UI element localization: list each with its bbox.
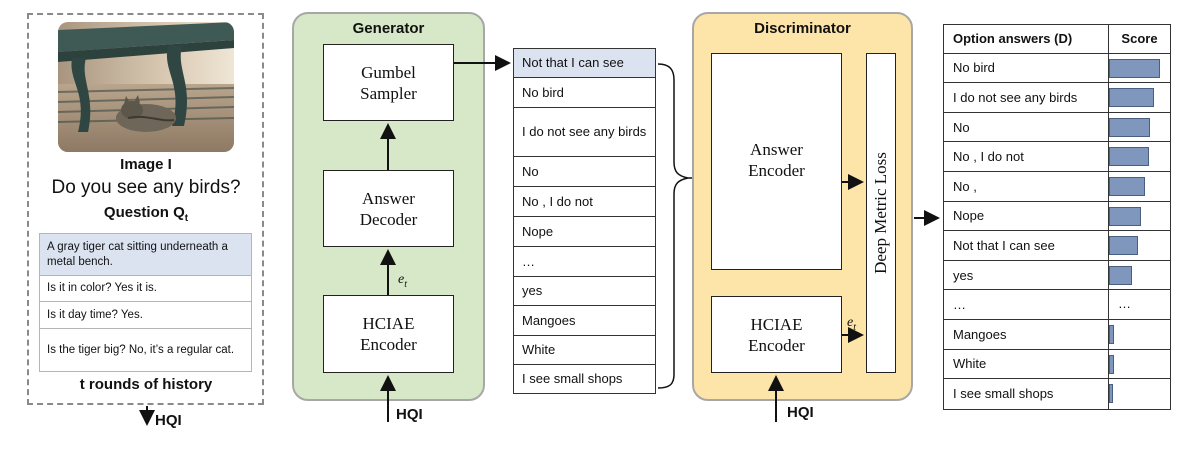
answer-list-brace: [657, 63, 689, 389]
answer-encoder-block: Answer Encoder: [711, 53, 842, 270]
option-answer: No ,: [953, 178, 977, 194]
score-table-row: White: [943, 350, 1171, 380]
score-bar: [1109, 177, 1145, 196]
history-round: Is the tiger big? No, it’s a regular cat…: [39, 329, 252, 372]
option-column-header: Option answers (D): [953, 30, 1073, 46]
option-answer: yes: [953, 267, 974, 283]
option-answer: I do not see any birds: [953, 89, 1078, 105]
option-answer: No bird: [953, 60, 995, 76]
candidate-answer-item: No , I do not: [513, 187, 656, 217]
candidate-answer-item: I see small shops: [513, 365, 656, 394]
score-column-header: Score: [1121, 30, 1158, 46]
image-caption: Image I: [120, 156, 172, 173]
score-table-row: No: [943, 113, 1171, 143]
cat-image: [58, 22, 234, 152]
candidate-answer-item: …: [513, 247, 656, 277]
score-table-row: Nope: [943, 202, 1171, 232]
gumbel-sampler-block: Gumbel Sampler: [323, 44, 454, 121]
option-answer: White: [953, 356, 987, 372]
score-table: [943, 24, 1171, 410]
score-bar: [1109, 236, 1138, 256]
et-label-main: e: [847, 315, 854, 330]
answer-decoder-block: Answer Decoder: [323, 170, 454, 247]
score-table-row: I do not see any birds: [943, 83, 1171, 113]
candidate-answer-item: Mangoes: [513, 306, 656, 336]
et-label-generator: et: [398, 272, 407, 290]
candidate-answer-item: No: [513, 157, 656, 187]
candidate-answer-item: yes: [513, 277, 656, 306]
question-label-main: Question Q: [103, 204, 185, 221]
score-table-row: I see small shops: [943, 379, 1171, 409]
question-label-subscript: t: [184, 213, 189, 224]
generator-title: Generator: [352, 20, 425, 37]
score-ellipsis: …: [1118, 296, 1131, 312]
option-answer: No , I do not: [953, 149, 1024, 165]
sampled-answer-item: Not that I can see: [513, 48, 656, 78]
score-table-row: ……: [943, 290, 1171, 320]
option-answer: Mangoes: [953, 326, 1007, 342]
et-label-main: e: [398, 272, 405, 287]
score-bar: [1109, 206, 1141, 226]
score-bar: [1109, 58, 1160, 78]
candidate-answer-item: No bird: [513, 78, 656, 108]
hciae-encoder-generator-block: HCIAE Encoder: [323, 295, 454, 373]
candidate-answer-item: I do not see any birds: [513, 108, 656, 157]
option-answer: I see small shops: [953, 386, 1054, 402]
score-table-row: Not that I can see: [943, 231, 1171, 261]
hqi-label-generator: HQI: [396, 406, 423, 423]
hciae-encoder-discriminator-block: HCIAE Encoder: [711, 296, 842, 373]
option-answer: Nope: [953, 208, 985, 224]
deep-metric-loss-block: [866, 53, 896, 373]
score-table-header: Option answers (D) Score: [943, 24, 1171, 54]
hqi-label-left: HQI: [155, 412, 182, 429]
score-table-row: yes: [943, 261, 1171, 291]
input-panel: [27, 13, 264, 405]
question-label: Question Qt: [30, 204, 262, 224]
option-answer: Not that I can see: [953, 237, 1055, 253]
candidate-answer-item: Nope: [513, 217, 656, 247]
history-round: Is it day time? Yes.: [39, 302, 252, 329]
candidate-answer-item: White: [513, 336, 656, 365]
hqi-label-discriminator: HQI: [787, 404, 814, 421]
score-column-divider: [1108, 24, 1109, 410]
discriminator-title: Discriminator: [754, 20, 851, 37]
score-bar: [1109, 325, 1114, 344]
score-bar: [1109, 354, 1114, 374]
option-answer: …: [953, 297, 966, 313]
score-table-row: No , I do not: [943, 142, 1171, 172]
score-bar: [1109, 384, 1113, 404]
history-label: t rounds of history: [79, 376, 213, 393]
score-bar: [1109, 88, 1154, 108]
score-table-row: No bird: [943, 54, 1171, 84]
option-answer: No: [953, 119, 970, 135]
et-label-sub: t: [404, 278, 407, 290]
history-round: Is it in color? Yes it is.: [39, 275, 252, 302]
history-caption: A gray tiger cat sitting underneath a me…: [39, 233, 252, 276]
score-bar: [1109, 265, 1132, 285]
score-bar: [1109, 117, 1150, 137]
score-table-row: No ,: [943, 172, 1171, 202]
question-text: Do you see any birds?: [51, 177, 241, 198]
score-bar: [1109, 147, 1149, 167]
score-table-row: Mangoes: [943, 320, 1171, 350]
